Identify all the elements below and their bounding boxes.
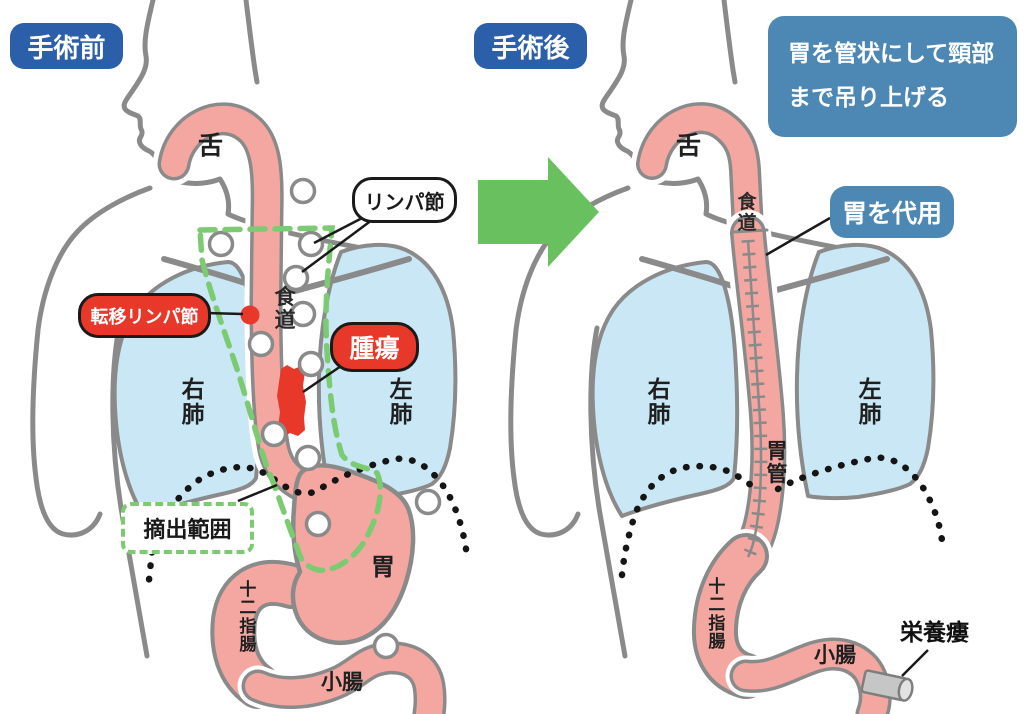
left-lung-label-after: 左肺 — [858, 377, 882, 428]
esophagus-label-after: 食道 — [737, 191, 757, 234]
right-lung-label-before: 右肺 — [181, 377, 205, 428]
lymph-node-circles — [207, 177, 442, 660]
feeding-tube-cylinder — [860, 669, 914, 702]
pointer-lines-after — [765, 216, 929, 677]
stomach-substitute-callout: 胃を代用 — [830, 186, 954, 238]
tumor-callout: 腫瘍 — [330, 322, 419, 372]
tongue-label-after: 舌 — [676, 131, 702, 160]
diaphragm-dots-after — [618, 454, 947, 579]
procedure-note-line2: まで吊り上げる — [788, 84, 949, 111]
esophagus-label-before: 食道 — [274, 285, 296, 332]
after-digestive-tract — [631, 97, 896, 714]
right-lung-label-after: 右肺 — [647, 377, 671, 428]
pointer-lines-before — [205, 214, 373, 503]
tongue-label-before: 舌 — [198, 131, 224, 160]
lymph-node-callout: リンパ節 — [352, 177, 457, 223]
procedure-note-line1: 胃を管状にして頸部 — [788, 41, 995, 67]
feeding-fistula-label: 栄養瘻 — [900, 620, 969, 646]
metastatic-lymph-node-callout: 転移リンパ節 — [78, 293, 211, 338]
duodenum-label-after: 十二指腸 — [708, 577, 726, 653]
stomach-label-before: 胃 — [371, 553, 395, 581]
small-intestine-label-before: 小腸 — [321, 670, 363, 694]
after-badge: 手術後 — [474, 23, 587, 69]
duodenum-label-before: 十二指腸 — [239, 580, 257, 656]
tumor-shape — [277, 365, 306, 437]
before-badge: 手術前 — [10, 23, 123, 69]
anastomosis-line — [731, 228, 769, 234]
transition-arrow — [478, 157, 599, 267]
diaphragm-dots-before — [145, 455, 471, 584]
before-digestive-tract — [152, 97, 451, 714]
excision-range-callout: 摘出範囲 — [121, 502, 254, 554]
metastatic-node-dot — [240, 305, 260, 325]
procedure-note-box: 胃を管状にして頸部 まで吊り上げる — [768, 16, 1017, 138]
left-lung-label-before: 左肺 — [389, 377, 413, 428]
gastric-tube-label: 胃管 — [766, 439, 788, 486]
suture-line — [741, 239, 768, 560]
small-intestine-label-after: 小腸 — [814, 643, 856, 667]
